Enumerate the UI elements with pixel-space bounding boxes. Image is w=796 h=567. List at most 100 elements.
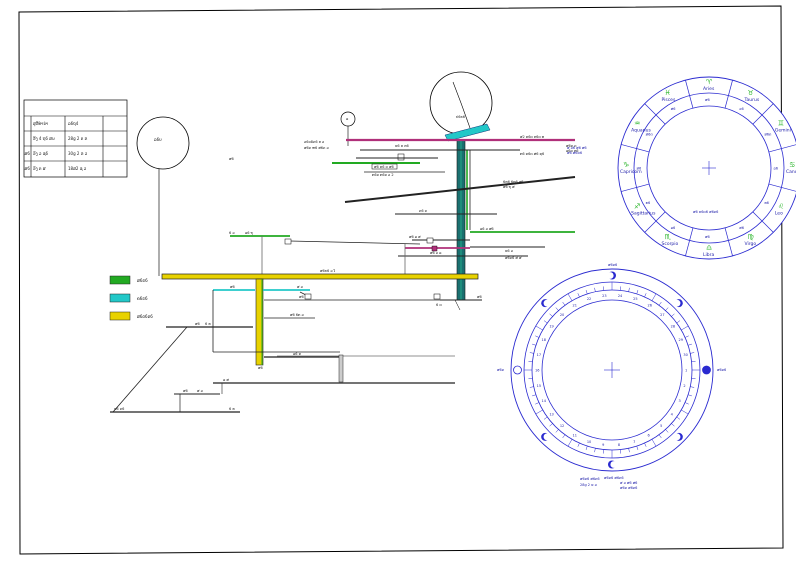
zodiac-sign-label: Gemini: [775, 128, 791, 134]
moon-right-label: ສ6ດ6: [717, 368, 726, 372]
side-text-right1: ສ ວ6 ສ6 ສ6: [567, 146, 587, 150]
moon-bottom-label-3: ສ6ດ ສ6ດ6: [620, 486, 637, 490]
table-cell-r3c2: 18ສ2 ຊ ວ: [68, 166, 87, 171]
label-l4: ກ6 ຂ6ດ ສ6 ຊ6: [520, 152, 544, 156]
label-l23: ລ6 ຂ: [293, 352, 302, 356]
label-l13: 6ກ6 6ກ6 ສ6: [503, 180, 524, 184]
info-table: ສຸຂີທ່ານຳ ລ6ຖ4 ຂິງ 4 ຖ6 ສນ 28g 2 ຕ ຂ ສ6 …: [24, 100, 127, 177]
zodiac-inner-label: ລ6: [671, 226, 676, 230]
zodiac-symbol-icon: ♏: [665, 233, 672, 241]
table-cell-r0c2: ລ6ຖ4: [68, 121, 79, 126]
label-l17: ສ6 ວ ລ: [430, 251, 442, 255]
label-l8: ກ6ດ ກ6ດ ວ 2: [372, 173, 394, 177]
zodiac-inner-label: ກ6: [764, 201, 769, 205]
label-l28: ຂ6 ດ6: [114, 407, 124, 411]
moon-day-number: 2: [683, 384, 685, 388]
zodiac-inner-label: ວ6: [739, 107, 743, 111]
moon-phase-shadow: [544, 433, 551, 440]
table-cell-r2c0: ສ6: [25, 151, 31, 156]
label-l12: 6 ວ: [229, 231, 235, 235]
table-cell-r3c0: ສ6: [25, 166, 31, 171]
moon-bottom-label-2: ສ ວ ສ6 ສ6: [620, 481, 637, 485]
label-l32: ສ6: [477, 295, 482, 299]
moon-day-number: 16: [535, 369, 539, 373]
zodiac-sign-label: Taurus: [744, 97, 760, 103]
label-l11: ຂ6 ວ: [505, 249, 513, 253]
moon-day-number: 15: [537, 384, 541, 388]
moon-phase-icon: [514, 366, 522, 374]
zodiac-sign-label: Aries: [703, 86, 715, 92]
legend-swatch-green: [110, 276, 130, 284]
label-l22: ສ6 6ກ ວ: [290, 313, 304, 317]
label-l30: ສ6: [299, 295, 304, 299]
label-l35: ສ6ດ6 ສ ສ: [505, 256, 522, 260]
moon-day-number: 1: [685, 369, 687, 373]
label-l2: ສ6ດ ຫ6 ສ6ດ ວ: [304, 146, 329, 150]
table-cell-r2c2: 30g 2 ຂ ວ: [68, 151, 88, 156]
zodiac-sign-label: Libra: [703, 252, 714, 258]
moon-day-number: 14: [541, 399, 546, 403]
yellow-main-bar: [162, 274, 478, 279]
zodiac-inner-label: ສ6: [705, 235, 710, 239]
moon-day-number: 25: [633, 297, 637, 301]
label-l29: 6 ກ: [229, 407, 235, 411]
moon-day-number: 19: [549, 324, 553, 328]
note-dot-label: ສ6: [229, 157, 234, 161]
zodiac-sign-label: Scorpio: [662, 241, 679, 247]
zodiac-symbol-icon: ♒: [634, 120, 640, 128]
moon-day-number: 26: [648, 304, 652, 308]
zodiac-inner-label: ກ6: [646, 201, 651, 205]
zodiac-symbol-icon: ♊: [778, 120, 784, 128]
moon-day-number: 22: [587, 297, 591, 301]
moon-day-number: 21: [573, 304, 577, 308]
legend-label-yellow: ສ6ດ6ດ6: [137, 314, 153, 319]
label-l18: ສ6: [230, 285, 235, 289]
legend-swatch-yellow: [110, 312, 130, 320]
label-l26: ສ6: [183, 389, 188, 393]
label-l19: ສ ວ: [297, 285, 303, 289]
moon-phase-icon: [703, 366, 711, 374]
label-l16: ສ6 ລ ສ: [409, 235, 421, 239]
zodiac-sign-label: Sagittarius: [631, 211, 656, 217]
moon-day-number: 20: [560, 313, 564, 317]
label-l21: 6 ກ: [205, 322, 211, 326]
zodiac-symbol-icon: ♍: [748, 233, 755, 241]
zodiac-symbol-icon: ♋: [789, 161, 795, 169]
moon-left-label: ສ6ດ: [497, 368, 505, 372]
moon-day-number: 18: [541, 338, 545, 342]
side-text-mid2: 28g 2 ຂ ວ: [580, 483, 597, 487]
zodiac-symbol-icon: ♑: [623, 161, 629, 169]
label-l24: ສ6: [258, 366, 263, 370]
moon-day-number: 27: [660, 313, 664, 317]
zodiac-symbol-icon: ♎: [706, 244, 712, 252]
moon-day-number: 24: [618, 294, 623, 298]
zodiac-inner-label: ສ6ດ: [646, 132, 654, 136]
table-cell-r2c1: ຂົງ ວ ຊ6: [33, 151, 49, 156]
moon-day-number: 17: [537, 353, 541, 357]
zodiac-symbol-icon: ♈: [706, 78, 713, 86]
zodiac-inner-label: ສ6: [671, 107, 676, 111]
zodiac-sign-label: Virgo: [745, 241, 757, 247]
label-l1: ວ6ດ8ດ6 ຕ ວ: [304, 140, 324, 144]
moon-day-number: 3: [679, 399, 681, 403]
zodiac-sign-label: Cancer: [786, 169, 796, 175]
moon-day-number: 5: [660, 424, 662, 428]
table-cell-r1c2: 28g 2 ຕ ຂ: [68, 136, 88, 141]
moon-phase-shadow: [674, 300, 681, 307]
side-text-mid1: ສ6ດ6 ສ6ດ6: [580, 477, 600, 481]
moon-day-number: 8: [618, 443, 620, 447]
zodiac-sign-label: Leo: [775, 211, 783, 217]
legend-swatch-cyan: [110, 294, 130, 302]
label-l15: ລ6 ຖ: [245, 231, 254, 235]
zodiac-inner-label: ສ6: [705, 98, 710, 102]
table-cell-r1c1: ຂິງ 4 ຖ6 ສນ: [33, 136, 55, 141]
moon-day-number: 28: [671, 324, 675, 328]
zodiac-inner-label: ລ6: [774, 167, 779, 171]
moon-day-number: 13: [549, 413, 553, 417]
zodiac-inner-label: ສ6ດ: [764, 132, 772, 136]
legend-label-cyan: ຄ6ຣ6: [137, 296, 148, 301]
moon-day-number: 9: [602, 443, 604, 447]
label-l5: ຂ6 ຣ ຕ6: [395, 144, 409, 148]
